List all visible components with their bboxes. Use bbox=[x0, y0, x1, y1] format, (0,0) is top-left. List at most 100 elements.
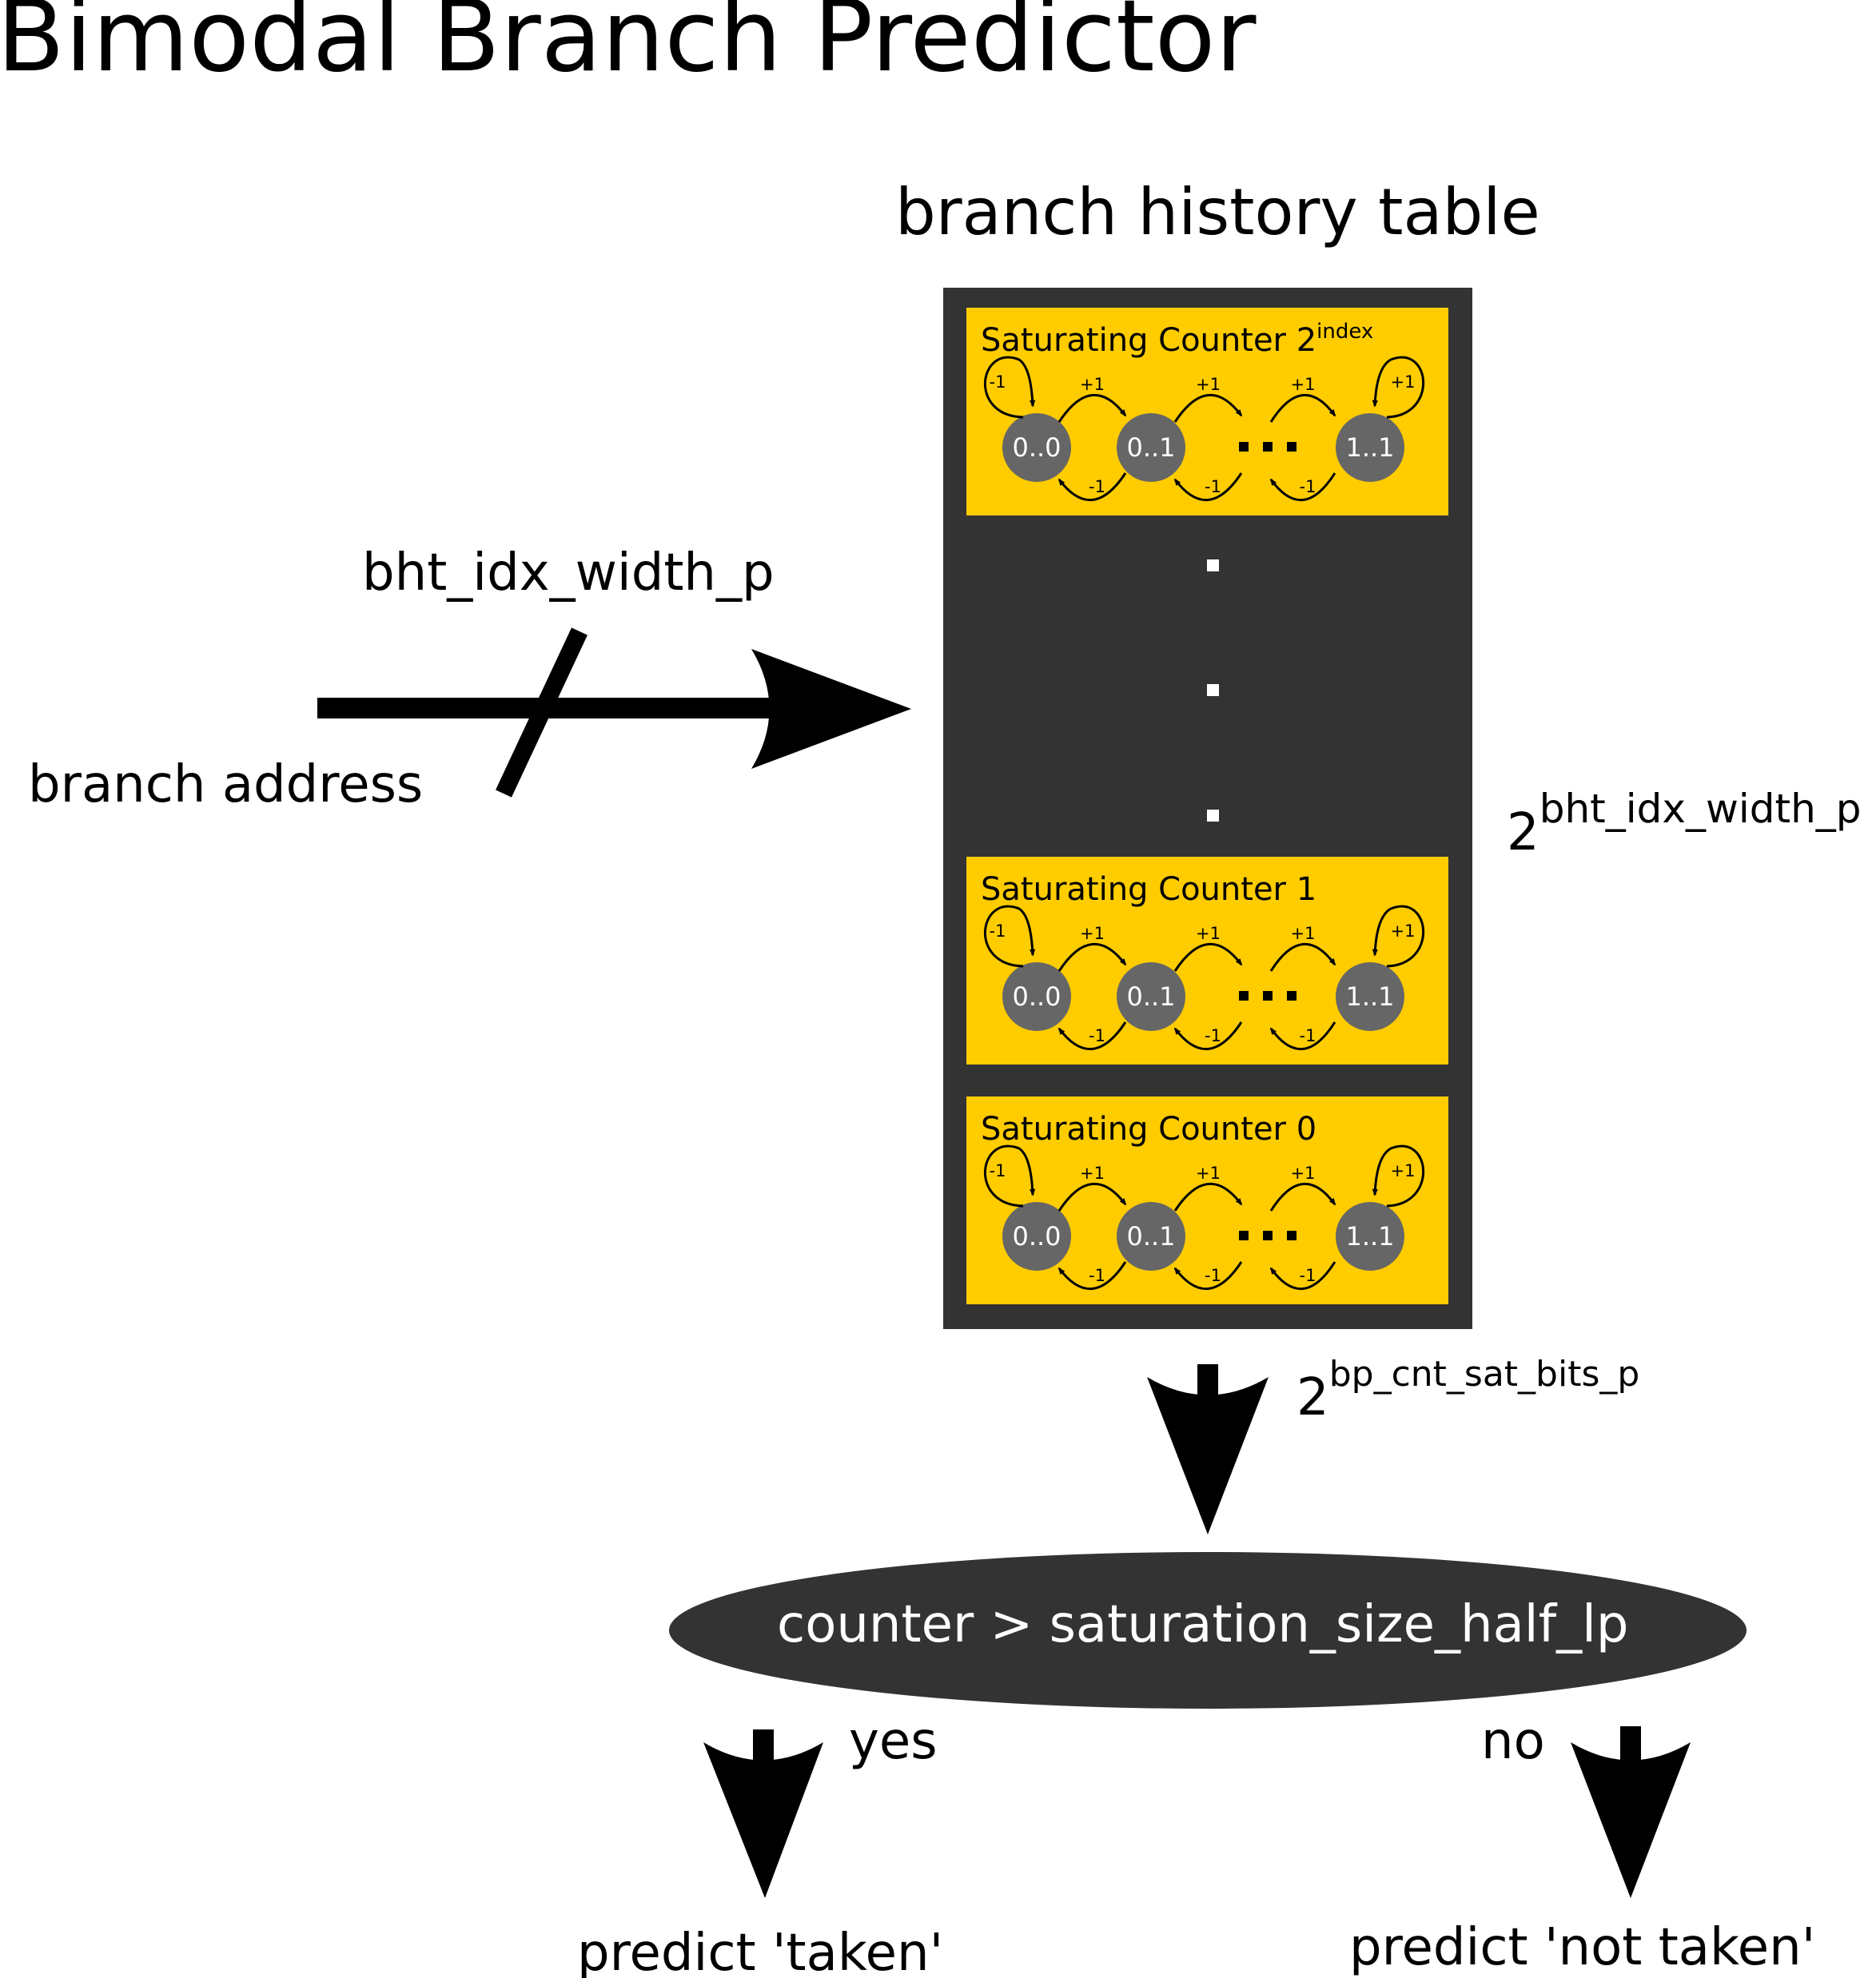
decrement-transition bbox=[1057, 1021, 1127, 1050]
self-loop-decrement-label: -1 bbox=[990, 921, 1006, 941]
ellipsis-dot bbox=[1263, 442, 1273, 452]
ellipsis-dot bbox=[1207, 810, 1219, 822]
state-node bbox=[1117, 962, 1185, 1031]
saturating-counter: Saturating Counter 2index 0..0 0..1 1..1 +1 +… bbox=[966, 308, 1448, 515]
state-label: 0..0 bbox=[1012, 1221, 1061, 1252]
ellipsis-dot bbox=[1239, 991, 1249, 1001]
branch-address-label: branch address bbox=[28, 755, 423, 814]
increment-label: +1 bbox=[1080, 375, 1105, 394]
state-label: 0..1 bbox=[1126, 1221, 1175, 1252]
increment-transition bbox=[1269, 1183, 1336, 1212]
decrement-label: -1 bbox=[1205, 477, 1221, 496]
decrement-label: -1 bbox=[1300, 477, 1316, 496]
decrement-label: -1 bbox=[1300, 1266, 1316, 1285]
ellipsis-dot bbox=[1239, 442, 1249, 452]
increment-label: +1 bbox=[1080, 924, 1105, 943]
decrement-transition bbox=[1173, 1261, 1243, 1290]
increment-label: +1 bbox=[1291, 1164, 1316, 1183]
increment-transition bbox=[1057, 394, 1127, 423]
increment-label: +1 bbox=[1196, 375, 1221, 394]
branch-address-arrow bbox=[317, 649, 911, 769]
decrement-label: -1 bbox=[1089, 1026, 1105, 1045]
counter-title: Saturating Counter 1 bbox=[981, 871, 1316, 908]
ellipsis-dot bbox=[1207, 559, 1219, 571]
increment-transition bbox=[1173, 1183, 1243, 1212]
self-loop-decrement bbox=[983, 905, 1036, 968]
self-loop-decrement-label: -1 bbox=[990, 1161, 1006, 1180]
increment-transition bbox=[1269, 394, 1336, 423]
increment-transition bbox=[1269, 943, 1336, 972]
decrement-transition bbox=[1269, 1021, 1336, 1050]
state-node bbox=[1117, 413, 1185, 482]
increment-transition bbox=[1173, 943, 1243, 972]
state-label: 0..0 bbox=[1012, 432, 1061, 463]
yes-label: yes bbox=[849, 1712, 938, 1771]
state-node bbox=[1117, 1202, 1185, 1271]
predict-not-taken-label: predict 'not taken' bbox=[1349, 1918, 1815, 1977]
increment-transition bbox=[1057, 1183, 1127, 1212]
ellipsis-dot bbox=[1287, 442, 1296, 452]
counter-output-arrow bbox=[1147, 1364, 1269, 1534]
increment-label: +1 bbox=[1291, 924, 1316, 943]
decrement-transition bbox=[1057, 472, 1127, 501]
counter-title: Saturating Counter 0 bbox=[981, 1111, 1316, 1148]
ellipsis-dot bbox=[1263, 1231, 1273, 1240]
state-node bbox=[1002, 1202, 1071, 1271]
state-node bbox=[1002, 962, 1071, 1031]
decrement-transition bbox=[1057, 1261, 1127, 1290]
self-loop-increment bbox=[1372, 905, 1425, 968]
ellipsis-dot bbox=[1287, 1231, 1296, 1240]
state-node bbox=[1336, 962, 1404, 1031]
decrement-label: -1 bbox=[1089, 477, 1105, 496]
ellipsis-dot bbox=[1287, 991, 1296, 1001]
decrement-transition bbox=[1173, 472, 1243, 501]
counter-output-label: 2bp_cnt_sat_bits_p bbox=[1296, 1354, 1639, 1427]
state-label: 1..1 bbox=[1345, 981, 1394, 1012]
state-node bbox=[1336, 1202, 1404, 1271]
decrement-transition bbox=[1269, 472, 1336, 501]
state-label: 0..0 bbox=[1012, 981, 1061, 1012]
page-title: Bimodal Branch Predictor bbox=[0, 0, 1257, 94]
decrement-label: -1 bbox=[1205, 1266, 1221, 1285]
comparison-node bbox=[669, 1552, 1747, 1709]
no-arrow bbox=[1571, 1726, 1691, 1898]
bus-width-slash bbox=[496, 627, 587, 798]
increment-transition bbox=[1057, 943, 1127, 972]
decrement-transition bbox=[1269, 1261, 1336, 1290]
decrement-label: -1 bbox=[1205, 1026, 1221, 1045]
increment-label: +1 bbox=[1080, 1164, 1105, 1183]
ellipsis-dot bbox=[1207, 684, 1219, 696]
self-loop-increment-label: +1 bbox=[1391, 1161, 1416, 1180]
self-loop-increment-label: +1 bbox=[1391, 921, 1416, 941]
decrement-label: -1 bbox=[1300, 1026, 1316, 1045]
self-loop-increment bbox=[1372, 1144, 1425, 1208]
ellipsis-dot bbox=[1239, 1231, 1249, 1240]
state-label: 1..1 bbox=[1345, 432, 1394, 463]
predict-taken-label: predict 'taken' bbox=[577, 1924, 943, 1978]
index-width-label: bht_idx_width_p bbox=[362, 543, 775, 603]
table-size-label: 2bht_idx_width_p bbox=[1507, 786, 1862, 862]
self-loop-decrement bbox=[983, 356, 1036, 419]
self-loop-increment-label: +1 bbox=[1391, 372, 1416, 392]
counter-group: Saturating Counter 2index 0..0 0..1 1..1 +1 +… bbox=[966, 308, 1448, 1304]
ellipsis-dot bbox=[1263, 991, 1273, 1001]
increment-transition bbox=[1173, 394, 1243, 423]
increment-label: +1 bbox=[1196, 924, 1221, 943]
comparison-label: counter > saturation_size_half_lp bbox=[777, 1595, 1629, 1654]
self-loop-increment bbox=[1372, 356, 1425, 419]
state-node bbox=[1002, 413, 1071, 482]
table-label: branch history table bbox=[895, 175, 1540, 249]
state-node bbox=[1336, 413, 1404, 482]
yes-arrow bbox=[703, 1729, 823, 1898]
increment-label: +1 bbox=[1291, 375, 1316, 394]
state-label: 0..1 bbox=[1126, 432, 1175, 463]
decrement-transition bbox=[1173, 1021, 1243, 1050]
state-label: 1..1 bbox=[1345, 1221, 1394, 1252]
no-label: no bbox=[1481, 1712, 1545, 1771]
saturating-counter: Saturating Counter 0 0..0 0..1 1..1 +1 +1 +1 -1… bbox=[966, 1096, 1448, 1304]
self-loop-decrement-label: -1 bbox=[990, 372, 1006, 392]
increment-label: +1 bbox=[1196, 1164, 1221, 1183]
counter-title: Saturating Counter 2index bbox=[981, 320, 1373, 359]
decrement-label: -1 bbox=[1089, 1266, 1105, 1285]
